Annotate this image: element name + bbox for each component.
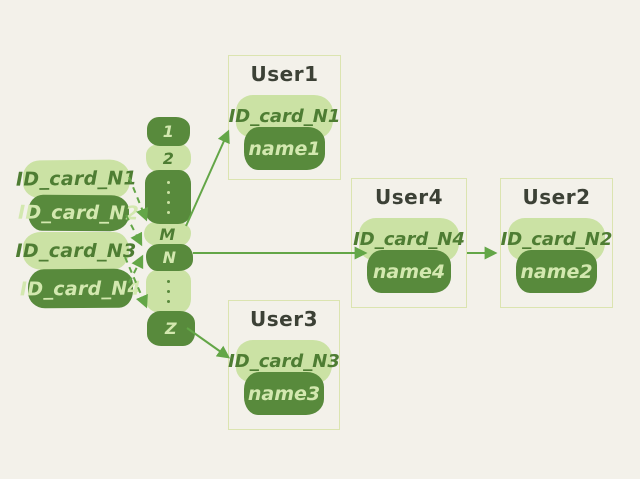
user-title: User3	[250, 307, 318, 331]
hash-slot-2: 2	[146, 144, 191, 172]
hash-slot-1: 1	[147, 117, 190, 146]
hash-slot-z: Z	[147, 311, 195, 346]
user-title: User4	[375, 185, 443, 209]
user-name-pill: name2	[516, 250, 597, 293]
vertical-dots-icon	[166, 180, 170, 214]
user-name-pill: name4	[367, 250, 451, 293]
user-name-pill: name1	[244, 127, 325, 170]
user-card-user2: User2 ID_card_N2 name2	[500, 178, 613, 308]
vertical-dots-icon	[167, 279, 170, 303]
edge-slot-M-to-User1	[185, 129, 230, 227]
user-name-pill: name3	[244, 372, 324, 415]
id-card-pill-n3: ID_card_N3	[15, 232, 136, 270]
id-card-pill-n4: ID_card_N4	[20, 268, 141, 309]
id-card-pill-n2: ID_card_N2	[18, 194, 139, 232]
user-title: User2	[522, 185, 591, 209]
hash-slot-n: N	[146, 244, 193, 271]
hash-slot-ellipsis-upper	[145, 170, 191, 224]
user-card-user1: User1 ID_card_N1 name1	[228, 55, 341, 180]
hash-slot-ellipsis-lower	[146, 269, 191, 313]
user-title: User1	[250, 62, 319, 86]
user-card-user3: User3 ID_card_N3 name3	[228, 300, 340, 430]
id-card-pill-n1: ID_card_N1	[16, 159, 137, 199]
user-card-user4: User4 ID_card_N4 name4	[351, 178, 467, 308]
hash-slot-m: M	[144, 222, 191, 246]
